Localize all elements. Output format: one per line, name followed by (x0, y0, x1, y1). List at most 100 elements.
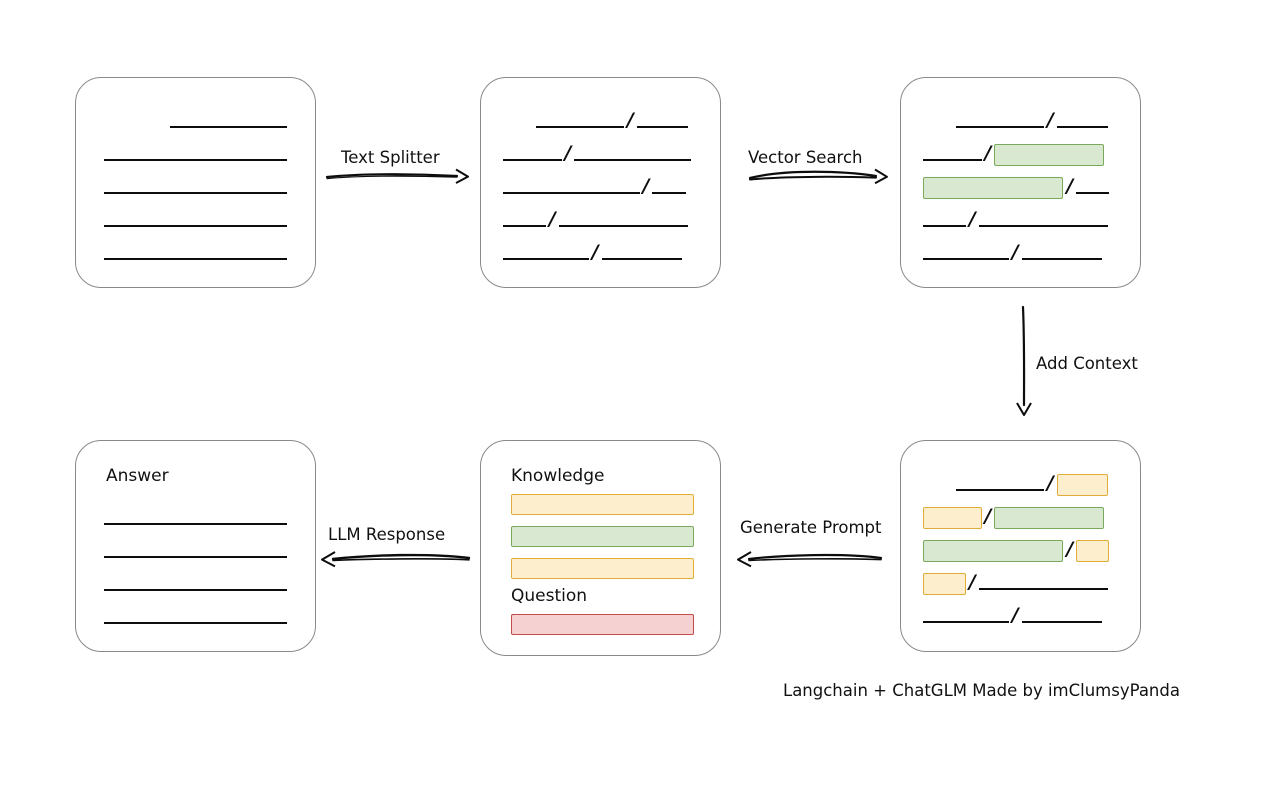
document-line (76, 106, 315, 128)
arrow-vector-search (748, 168, 888, 185)
node-context-document[interactable]: / / / / / (900, 440, 1141, 652)
document-line (76, 238, 315, 260)
separator-slash: / (968, 571, 976, 593)
arrow-add-context (1016, 305, 1032, 416)
text-line-segment (1056, 126, 1108, 128)
separator-slash: / (1011, 241, 1019, 263)
diagram-caption: Langchain + ChatGLM Made by imClumsyPand… (783, 681, 1180, 700)
text-line-segment (923, 159, 982, 161)
separator-slash: / (548, 208, 556, 230)
node-search-result[interactable]: / / / / / (900, 77, 1141, 288)
document-line: / (481, 205, 720, 230)
text-line-segment (104, 622, 287, 624)
knowledge-bar-yellow (511, 558, 694, 579)
text-line-segment (978, 225, 1108, 227)
arrow-generate-prompt (737, 551, 883, 568)
question-label: Question (511, 586, 588, 606)
document-line: / (901, 502, 1140, 529)
document-line (76, 503, 315, 525)
document-line (76, 172, 315, 194)
node-source-document[interactable] (75, 77, 316, 288)
text-line-segment (923, 258, 1009, 260)
highlighted-chunk-yellow (923, 573, 966, 595)
text-line-segment (536, 126, 624, 128)
text-line-segment (923, 621, 1009, 623)
node-answer[interactable]: Answer (75, 440, 316, 652)
text-line-segment (558, 225, 688, 227)
separator-slash: / (984, 505, 992, 527)
document-line: / (901, 172, 1140, 199)
document-line (76, 139, 315, 161)
text-line-segment (104, 192, 287, 194)
separator-slash: / (1046, 472, 1054, 494)
highlighted-chunk-yellow (923, 507, 982, 529)
edge-label-text-splitter: Text Splitter (341, 148, 440, 167)
edge-label-vector-search: Vector Search (748, 148, 863, 167)
document-line: / (901, 139, 1140, 166)
text-line-segment (923, 225, 966, 227)
document-line: / (481, 106, 720, 131)
arrow-text-splitter (325, 168, 469, 184)
separator-slash: / (1066, 538, 1074, 560)
document-line: / (481, 238, 720, 263)
separator-slash: / (591, 241, 599, 263)
highlighted-chunk-green (994, 507, 1104, 529)
node-split-document[interactable]: / / / / / (480, 77, 721, 288)
text-line-segment (1021, 621, 1102, 623)
arrow-llm-response (321, 551, 471, 568)
document-line (76, 205, 315, 227)
highlighted-chunk-green (923, 177, 1064, 199)
document-line: / (901, 106, 1140, 131)
text-line-segment (104, 258, 287, 260)
highlighted-chunk-yellow (1056, 474, 1108, 496)
document-line (76, 602, 315, 624)
text-line-segment (1021, 258, 1102, 260)
text-line-segment (652, 192, 686, 194)
edge-label-generate-prompt: Generate Prompt (740, 518, 882, 537)
text-line-segment (1076, 192, 1110, 194)
document-line: / (901, 469, 1140, 496)
text-line-segment (956, 489, 1044, 491)
highlighted-chunk-green (994, 144, 1104, 166)
text-line-segment (503, 258, 589, 260)
text-line-segment (503, 159, 562, 161)
text-line-segment (636, 126, 688, 128)
edge-label-add-context: Add Context (1036, 354, 1138, 373)
text-line-segment (574, 159, 692, 161)
answer-title: Answer (106, 466, 169, 486)
separator-slash: / (564, 142, 572, 164)
document-line: / (901, 205, 1140, 230)
document-line (76, 536, 315, 558)
document-line: / (901, 568, 1140, 595)
text-line-segment (601, 258, 682, 260)
separator-slash: / (642, 175, 650, 197)
text-line-segment (104, 225, 287, 227)
text-line-segment (956, 126, 1044, 128)
separator-slash: / (1046, 109, 1054, 131)
knowledge-bar-yellow (511, 494, 694, 515)
highlighted-chunk-green (923, 540, 1064, 562)
text-line-segment (104, 556, 287, 558)
text-line-segment (104, 523, 287, 525)
text-line-segment (503, 192, 640, 194)
edge-label-llm-response: LLM Response (328, 525, 446, 544)
document-line: / (901, 601, 1140, 626)
separator-slash: / (1011, 604, 1019, 626)
separator-slash: / (626, 109, 634, 131)
text-line-segment (104, 159, 287, 161)
document-line: / (901, 238, 1140, 263)
document-line: / (481, 172, 720, 197)
document-line: / (481, 139, 720, 164)
text-line-segment (978, 588, 1108, 590)
separator-slash: / (968, 208, 976, 230)
document-line (76, 569, 315, 591)
text-line-segment (104, 589, 287, 591)
node-prompt[interactable]: Knowledge Question (480, 440, 721, 656)
question-bar-red (511, 614, 694, 635)
knowledge-bar-green (511, 526, 694, 547)
text-line-segment (503, 225, 546, 227)
knowledge-label: Knowledge (511, 466, 605, 486)
document-line: / (901, 535, 1140, 562)
separator-slash: / (984, 142, 992, 164)
